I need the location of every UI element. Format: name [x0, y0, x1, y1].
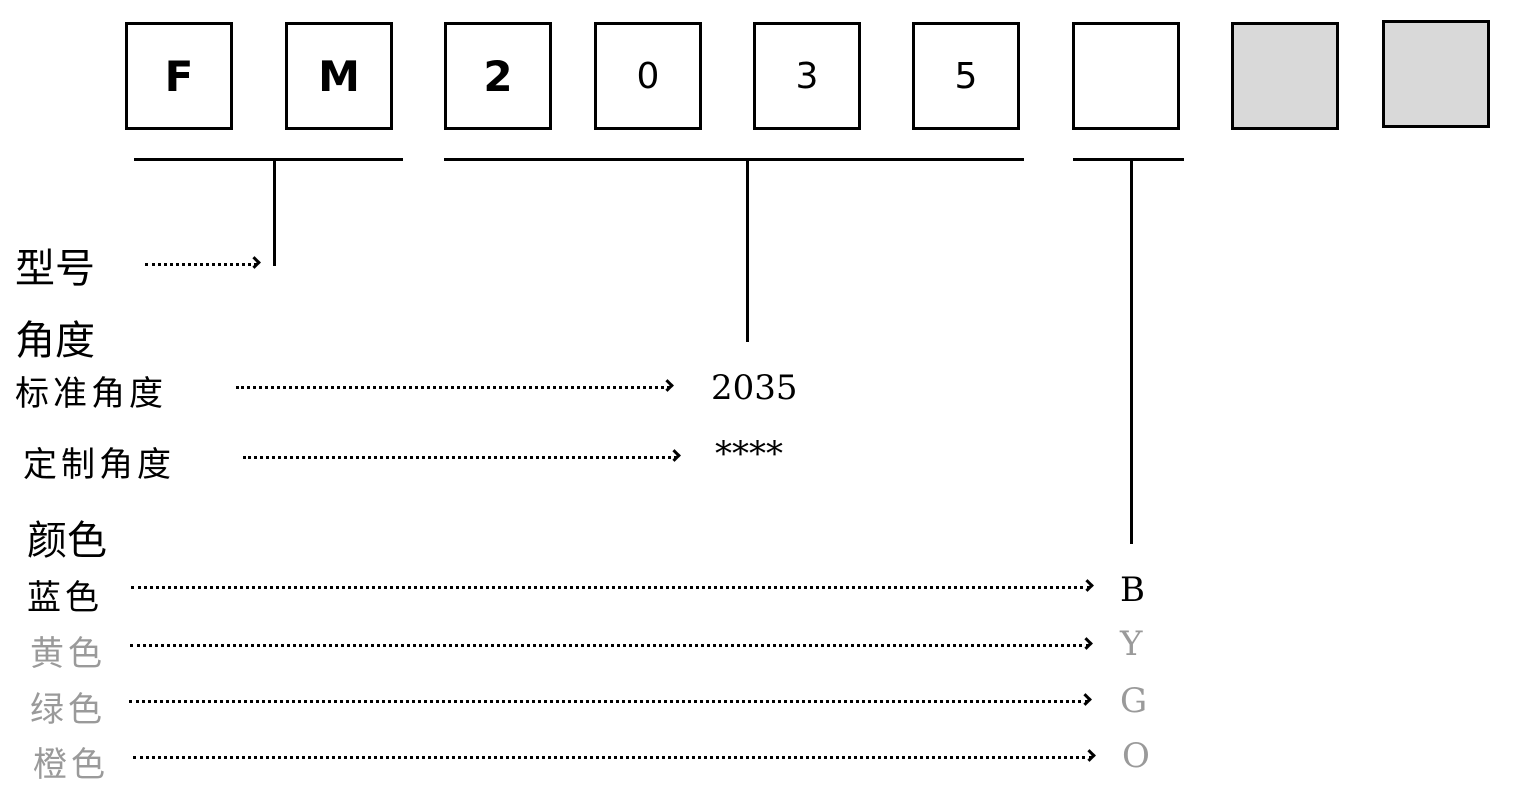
model-arrow [145, 263, 257, 266]
color-heading: 颜色 [27, 518, 107, 564]
color-option-green-label: 绿色 [30, 690, 106, 730]
color-option-blue-code: B [1120, 570, 1145, 610]
angle-heading: 角度 [15, 318, 95, 364]
code-box-angle-4: 5 [912, 22, 1020, 130]
standard-angle-arrow [236, 386, 670, 389]
color-bracket [1073, 158, 1184, 161]
color-option-yellow-label: 黄色 [30, 634, 106, 674]
standard-angle-code: 2035 [711, 368, 798, 408]
color-connector [1130, 158, 1133, 544]
angle-bracket [444, 158, 1024, 161]
color-option-orange-code: O [1122, 736, 1150, 776]
color-option-green-arrow [129, 700, 1088, 703]
code-box-reserved-2 [1382, 20, 1490, 128]
angle-connector [746, 158, 749, 342]
code-box-angle-3: 3 [753, 22, 861, 130]
code-box-model-1: F [125, 22, 233, 130]
color-option-yellow-code: Y [1120, 624, 1143, 664]
code-box-angle-1: 2 [444, 22, 552, 130]
color-option-blue-label: 蓝色 [27, 578, 103, 618]
color-option-orange-label: 橙色 [33, 745, 109, 785]
code-box-angle-2: 0 [594, 22, 702, 130]
custom-angle-arrow [243, 456, 677, 459]
model-label: 型号 [15, 246, 95, 292]
code-box-reserved-1 [1231, 22, 1339, 130]
model-connector [273, 158, 276, 266]
code-box-model-2: M [285, 22, 393, 130]
color-option-green-code: G [1120, 681, 1148, 721]
code-box-color [1072, 22, 1180, 130]
standard-angle-label: 标准角度 [15, 374, 167, 414]
color-option-yellow-arrow [130, 644, 1089, 647]
custom-angle-label: 定制角度 [23, 445, 175, 485]
color-option-orange-arrow [133, 756, 1092, 759]
custom-angle-code: **** [715, 434, 783, 474]
model-bracket [134, 158, 403, 161]
color-option-blue-arrow [131, 586, 1090, 589]
